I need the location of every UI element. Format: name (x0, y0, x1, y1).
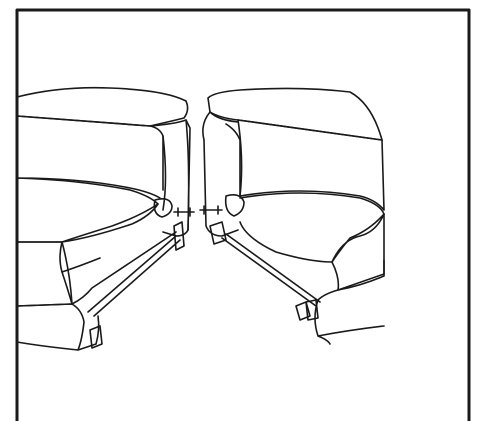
sofa-foot-icon (89, 325, 103, 349)
left-sofa-module-icon (16, 86, 191, 351)
recliner-mechanism-icon (221, 233, 321, 307)
frame-border (15, 8, 471, 421)
connector-bolt-icon (173, 205, 223, 217)
right-sofa-module-icon (202, 87, 385, 345)
recliner-mechanism-icon (87, 235, 181, 317)
sofa-foot-icon (305, 299, 319, 321)
